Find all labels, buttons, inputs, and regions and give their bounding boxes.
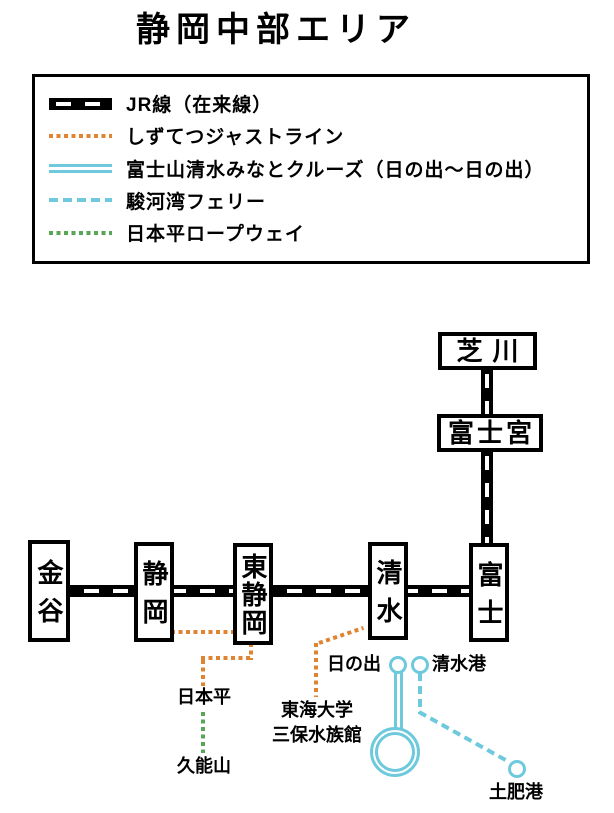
station-fujinomiya: 富士宮 — [437, 414, 543, 452]
justline-bend-horizontal — [201, 656, 253, 660]
cruise-swatch-icon — [49, 163, 112, 173]
page-title: 静岡中部エリア — [136, 11, 416, 49]
legend-row-ropeway: 日本平ロープウェイ — [49, 219, 581, 246]
hinode-port-circle — [389, 656, 407, 674]
ferry-route-to-toi — [418, 710, 511, 764]
jr-line-fujinomiya-fuji — [481, 450, 493, 545]
legend-label-cruise: 富士山清水みなとクルーズ（日の出～日の出） — [126, 159, 545, 181]
legend-label-jr: JR線（在来線） — [126, 95, 273, 116]
legend-row-ferry: 駿河湾フェリー — [49, 187, 581, 214]
label-tokai-line1: 東海大学 — [281, 700, 353, 720]
legend-label-ferry: 駿河湾フェリー — [126, 191, 267, 213]
ropeway-swatch-icon — [49, 230, 112, 235]
jr-line-swatch-icon — [49, 97, 112, 110]
station-shibakawa: 芝川 — [438, 332, 537, 370]
label-hinode: 日の出 — [327, 654, 381, 674]
justline-shimizu-diagonal — [318, 625, 365, 645]
ferry-route-vertical — [418, 673, 422, 714]
cruise-route-line — [394, 672, 403, 729]
label-toiko: 土肥港 — [489, 782, 543, 802]
label-kunozan: 久能山 — [177, 756, 231, 776]
justline-swatch-icon — [49, 133, 112, 138]
legend-box: JR線（在来線） しずてつジャストライン 富士山清水みなとクルーズ（日の出～日の… — [32, 74, 590, 264]
justline-higashishizuoka-drop — [249, 643, 253, 660]
label-tokai-university-aquarium: 東海大学 三保水族館 — [261, 698, 373, 748]
ferry-swatch-icon — [49, 198, 112, 203]
ropeway-nihondaira-kunozan — [201, 712, 205, 753]
legend-row-jr: JR線（在来線） — [49, 90, 581, 117]
station-higashi-shizuoka: 東静岡 — [233, 543, 273, 645]
station-kanaya: 金谷 — [28, 540, 70, 642]
justline-shizuoka-higashishizuoka — [171, 630, 235, 634]
cruise-loop-circle — [370, 727, 420, 777]
legend-label-justline: しずてつジャストライン — [126, 127, 345, 149]
label-tokai-line2: 三保水族館 — [272, 725, 362, 745]
label-shimizuko: 清水港 — [432, 654, 486, 674]
legend-label-ropeway: 日本平ロープウェイ — [126, 224, 305, 245]
legend-row-cruise: 富士山清水みなとクルーズ（日の出～日の出） — [49, 155, 581, 182]
station-fuji: 富士 — [469, 543, 509, 642]
shimizu-port-circle — [411, 656, 429, 674]
justline-to-miho-aquarium — [314, 643, 318, 697]
station-shizuoka: 静岡 — [134, 542, 174, 642]
label-nihondaira: 日本平 — [177, 687, 231, 707]
justline-to-nihondaira — [201, 660, 205, 686]
jr-line-shibakawa-fujinomiya — [481, 368, 493, 416]
toi-port-circle — [508, 760, 526, 778]
legend-row-justline: しずてつジャストライン — [49, 122, 581, 149]
station-shimizu: 清水 — [368, 542, 408, 640]
